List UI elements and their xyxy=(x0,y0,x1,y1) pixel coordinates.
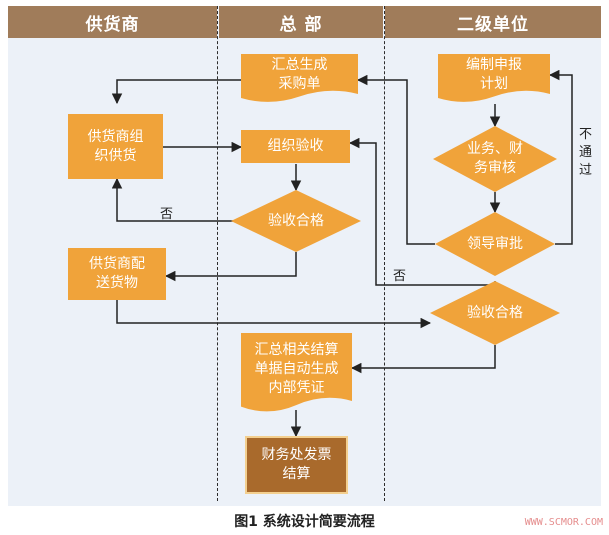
decision-leader-approval: 领导审批 xyxy=(435,212,555,276)
lane-divider xyxy=(384,6,385,501)
node-purchase-order-label: 汇总生成 采购单 xyxy=(271,57,328,92)
node-compile-plan: 编制申报 计划 xyxy=(438,54,550,104)
figure-caption: 图1 系统设计简要流程 xyxy=(234,514,375,530)
decision-acceptance-pass-unit-label: 验收合格 xyxy=(467,304,523,321)
lane-divider xyxy=(217,6,218,501)
node-purchase-order: 汇总生成 采购单 xyxy=(241,54,358,104)
column-header-secondary-unit: 二级单位 xyxy=(385,6,601,38)
node-supplier-organize: 供货商组 织供货 xyxy=(68,114,163,179)
column-header-headquarters: 总 部 xyxy=(219,6,383,38)
decision-acceptance-pass-hq-label: 验收合格 xyxy=(268,212,324,229)
decision-leader-approval-label: 领导审批 xyxy=(467,235,523,252)
edge-delivery-to-unit-check xyxy=(116,300,432,329)
decision-business-review-label: 业务、财 务审核 xyxy=(467,141,523,176)
node-compile-plan-label: 编制申报 计划 xyxy=(466,57,522,92)
edge-label-not-passed: 不 通 过 xyxy=(579,127,593,178)
decision-acceptance-pass-unit: 验收合格 xyxy=(430,281,560,345)
watermark: WWW.SCMOR.COM xyxy=(524,517,603,528)
edge-label-no-hq: 否 xyxy=(160,207,174,222)
decision-acceptance-pass-hq: 验收合格 xyxy=(231,190,361,252)
edge-check-no-to-supplier xyxy=(111,177,233,222)
column-header-supplier: 供货商 xyxy=(8,6,217,38)
node-finance-settlement-label: 财务处发票 结算 xyxy=(261,447,332,482)
node-supplier-organize-label: 供货商组 织供货 xyxy=(87,128,144,164)
edge-unit-check-yes-to-settlement xyxy=(350,345,496,374)
node-organize-acceptance-label: 组织验收 xyxy=(267,138,324,154)
edge-approval-to-purchase xyxy=(356,74,435,245)
edge-approval-not-passed-to-plan xyxy=(548,69,573,245)
edge-purchase-to-supplier xyxy=(111,79,241,105)
node-related-settlement: 汇总相关结算 单据自动生成 内部凭证 xyxy=(241,333,352,413)
node-supplier-delivery: 供货商配 送货物 xyxy=(68,248,166,300)
column-title-supplier: 供货商 xyxy=(85,14,140,35)
node-related-settlement-label: 汇总相关结算 单据自动生成 内部凭证 xyxy=(254,341,339,396)
node-finance-settlement: 财务处发票 结算 xyxy=(245,436,348,494)
edge-label-no-unit: 否 xyxy=(393,269,407,284)
column-title-headquarters: 总 部 xyxy=(279,14,323,35)
decision-business-review: 业务、财 务审核 xyxy=(433,126,557,192)
node-organize-acceptance: 组织验收 xyxy=(241,130,350,163)
edge-check-yes-to-delivery xyxy=(164,252,297,282)
column-title-secondary-unit: 二级单位 xyxy=(457,14,529,35)
node-supplier-delivery-label: 供货商配 送货物 xyxy=(89,256,145,291)
